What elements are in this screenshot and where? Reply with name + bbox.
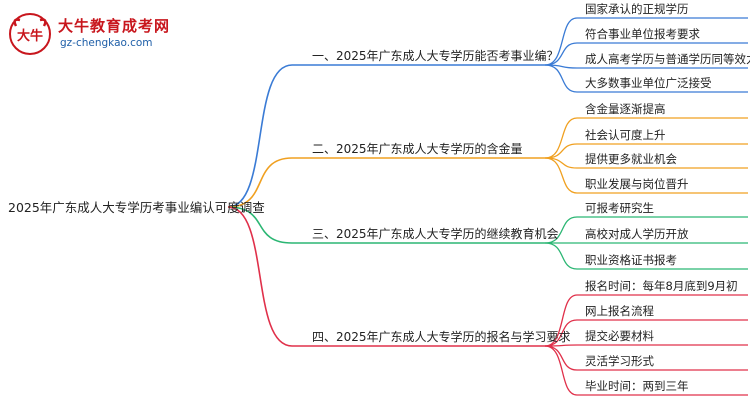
root-node: 2025年广东成人大专学历考事业编认可度调查 (8, 200, 265, 215)
mindmap-nodes: 2025年广东成人大专学历考事业编认可度调查 一、2025年广东成人大专学历能否考… (8, 2, 750, 393)
edge-root-branch-2 (227, 157, 545, 208)
edge-branch-4-leaf-4 (544, 345, 748, 371)
logo-site-url: gz-chengkao.com (60, 37, 153, 49)
ox-logo-icon: 大牛 (9, 13, 51, 55)
leaf-node-1-2: 符合事业单位报考要求 (585, 27, 700, 41)
edge-branch-3-leaf-1 (544, 216, 748, 244)
edge-branch-4-leaf-3 (544, 344, 748, 347)
edge-branch-1-leaf-1 (544, 17, 748, 66)
leaf-node-4-3: 提交必要材料 (585, 329, 654, 343)
leaf-node-4-5: 毕业时间：两到三年 (585, 379, 689, 393)
edge-branch-1-leaf-3 (544, 64, 748, 69)
branch-node-4: 四、2025年广东成人大专学历的报名与学习要求 (312, 329, 571, 344)
edge-branch-4-leaf-5 (544, 345, 748, 396)
mindmap-edges (227, 17, 748, 396)
leaf-node-2-2: 社会认可度上升 (585, 128, 666, 142)
edge-branch-2-leaf-1 (544, 117, 748, 159)
leaf-node-2-1: 含金量逐渐提高 (585, 102, 666, 116)
logo-site-name: 大牛教育成考网 (58, 17, 171, 35)
edge-branch-2-leaf-2 (544, 143, 748, 159)
edge-root-branch-3 (227, 206, 545, 244)
edge-branch-1-leaf-2 (544, 42, 748, 66)
branch-node-2: 二、2025年广东成人大专学历的含金量 (312, 141, 523, 156)
edge-root-branch-4 (227, 206, 545, 347)
leaf-node-1-4: 大多数事业单位广泛接受 (585, 76, 712, 90)
branch-node-3: 三、2025年广东成人大专学历的继续教育机会 (312, 226, 559, 241)
leaf-node-2-3: 提供更多就业机会 (585, 152, 677, 166)
branch-node-1: 一、2025年广东成人大专学历能否考事业编？ (312, 48, 559, 63)
edge-root-branch-1 (227, 64, 545, 208)
edge-branch-3-leaf-3 (544, 242, 748, 270)
edge-branch-4-leaf-2 (544, 319, 748, 347)
leaf-node-3-3: 职业资格证书报考 (585, 253, 677, 267)
edge-branch-2-leaf-4 (544, 157, 748, 194)
edge-branch-4-leaf-1 (544, 294, 748, 347)
leaf-node-1-3: 成人高考学历与普通学历同等效力 (585, 52, 750, 66)
logo-mark-text: 大牛 (17, 28, 43, 44)
leaf-node-2-4: 职业发展与岗位晋升 (585, 177, 689, 191)
leaf-node-3-1: 可报考研究生 (585, 201, 654, 215)
edge-branch-1-leaf-4 (544, 64, 748, 93)
site-logo[interactable]: 大牛 大牛教育成考网 gz-chengkao.com (8, 12, 169, 58)
leaf-node-1-1: 国家承认的正规学历 (585, 2, 689, 16)
leaf-node-3-2: 高校对成人学历开放 (585, 227, 689, 241)
leaf-node-4-4: 灵活学习形式 (585, 354, 654, 368)
leaf-node-4-1: 报名时间：每年8月底到9月初 (585, 279, 738, 293)
leaf-node-4-2: 网上报名流程 (585, 304, 654, 318)
